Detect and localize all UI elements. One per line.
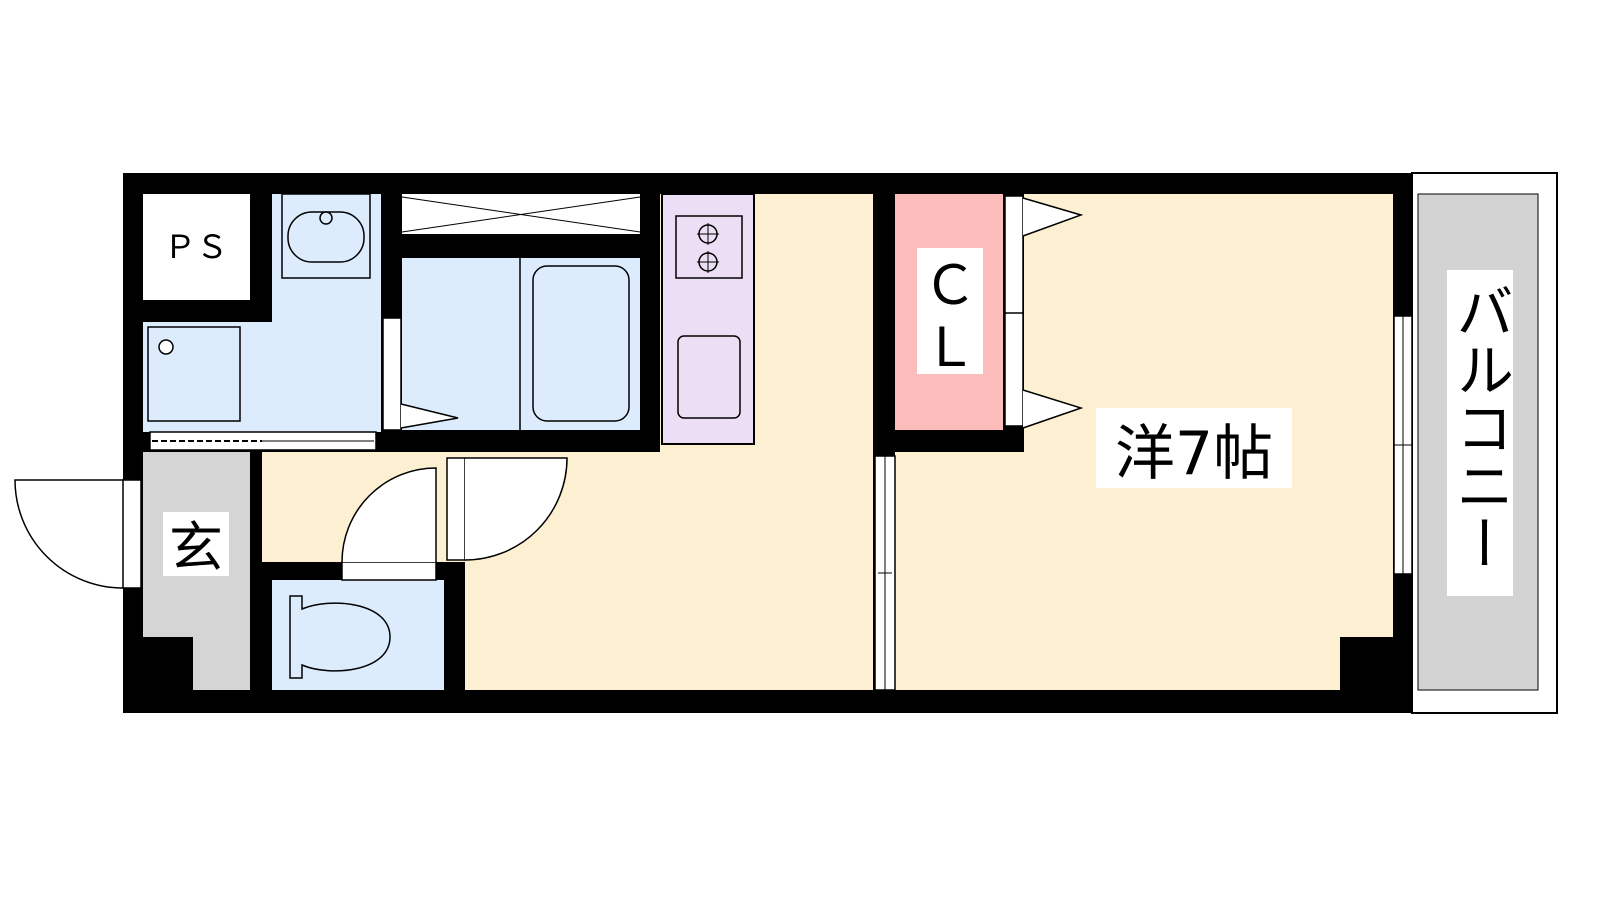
toilet-icon [289,595,391,679]
closet-door-wedge [1022,389,1084,429]
shelf-x-2 [401,196,641,233]
drain-icon [158,339,174,355]
closet-label-c: Ｃ [923,254,977,317]
western-room-label-bg [1096,408,1292,488]
balcony-label: バルコニー [1446,282,1514,572]
closet-label-bg [917,248,983,374]
toilet-door-strip [341,561,437,581]
closet-bottom-wall [895,430,1024,452]
western-room-label: 洋7帖 [1115,419,1273,489]
closet-door-wedge [1022,197,1084,237]
corridor-door-swing [464,457,568,561]
western-room-corner-wall [1340,637,1394,690]
bathtub-icon [532,265,630,422]
entrance-corner-wall [143,637,193,690]
closet-door-track [1004,195,1024,427]
bath-door-wedge [400,403,459,429]
entrance-door-swing [14,479,124,589]
corridor-door-strip [446,457,466,561]
entrance-door-frame [122,479,142,589]
washing-machine-pan [147,326,241,422]
bath-door-strip [382,317,402,431]
entrance-label: 玄 [169,516,223,579]
entrance-label-bg [163,512,229,576]
balcony-label-bg [1447,270,1513,596]
closet-label-l: Ｌ [923,316,977,379]
faucet-icon [319,211,333,225]
ps-space [143,194,250,300]
kitchen-sink-icon [677,335,741,419]
toilet-door-swing [341,467,437,563]
ps-label: ＰＳ [164,228,228,266]
stove-icon [675,215,743,279]
